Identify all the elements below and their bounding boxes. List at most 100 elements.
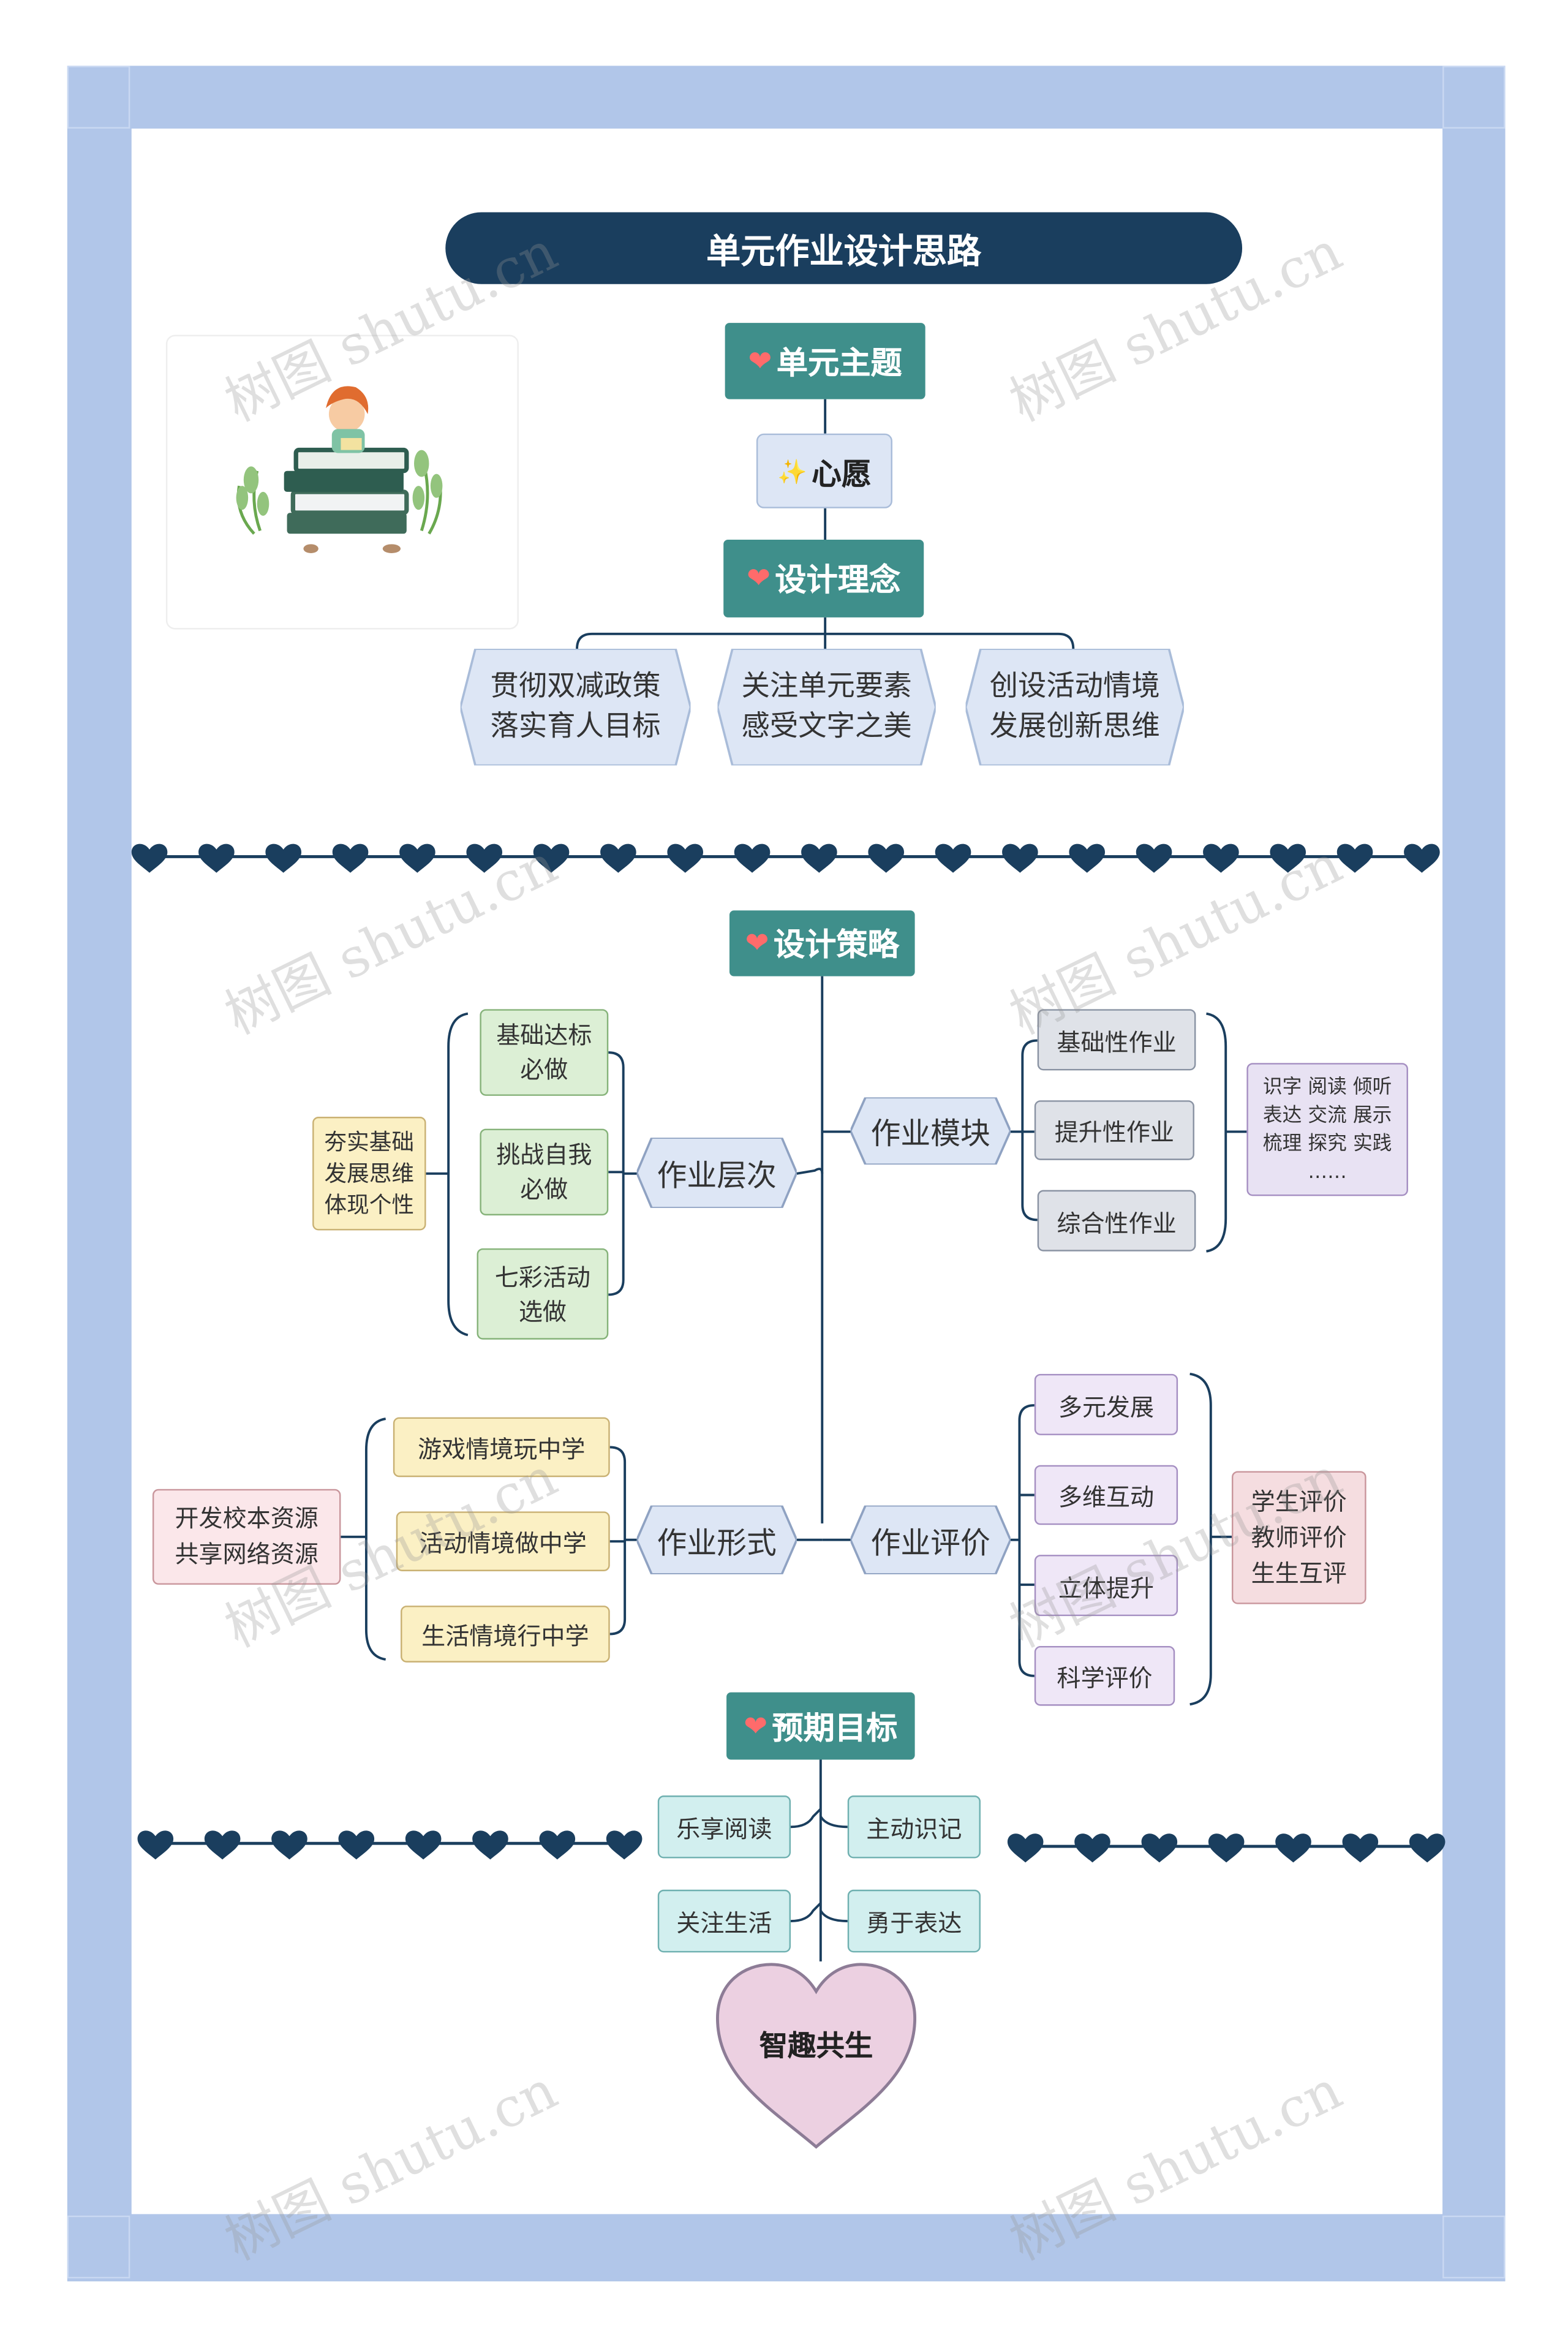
level-item: 挑战自我 必做 [480,1128,609,1216]
heart-divider-icon [1336,844,1373,873]
heart-divider-icon [1270,844,1306,873]
heart-icon: ❤ [748,344,772,378]
heart-icon: ❤ [744,1709,768,1743]
heart-divider-icon [131,844,168,873]
heart-divider-icon [1203,844,1239,873]
heart-divider-icon [1404,844,1440,873]
strategy-heading-label: 设计策略 [773,927,899,963]
connector [1018,1404,1035,1677]
evaluation-item: 科学评价 [1034,1645,1175,1706]
evaluation-summary: 学生评价 教师评价 生生互评 [1231,1471,1366,1604]
heart-divider-icon [600,844,636,873]
heart-divider-icon [1275,1833,1311,1863]
module-item: 提升性作业 [1034,1100,1194,1160]
heart-divider-icon [801,844,837,873]
heart-divider-icon [332,844,369,873]
theme-value: 心愿 [812,455,872,491]
modules-branch: 作业模块 [850,1097,1011,1165]
heart-divider-icon [1208,1833,1245,1863]
heart-icon: ❤ [745,927,769,960]
level-item: 七彩活动 选做 [477,1248,609,1340]
heart-divider-icon [1007,1833,1044,1863]
connector [608,1051,625,1296]
goal-item: 关注生活 [657,1889,791,1953]
level-item: 基础达标 必做 [480,1009,609,1096]
heart-divider-icon [935,844,971,873]
theme-value-box: ✨心愿 [756,433,892,508]
magic-wand-icon: ✨ [777,456,807,485]
forms-branch-label: 作业形式 [657,1524,777,1560]
form-item: 游戏情境玩中学 [393,1417,610,1478]
concept-item: 创设活动情境 发展创新思维 [965,649,1184,766]
evaluation-branch-label: 作业评价 [870,1524,990,1560]
heart-divider-icon [405,1830,442,1860]
connector [1206,1012,1227,1253]
heart-divider-icon [198,844,235,873]
heart-divider-icon [137,1830,174,1860]
heart-divider-icon [466,844,503,873]
heart-divider-icon [399,844,435,873]
levels-branch: 作业层次 [636,1138,797,1208]
heart-divider-icon [1002,844,1038,873]
connector [576,617,1075,649]
frame-corner [1442,2215,1506,2279]
module-item: 综合性作业 [1037,1190,1196,1252]
strategy-heading: ❤设计策略 [729,910,915,976]
heart-divider-icon [1069,844,1106,873]
connector [1189,1372,1212,1706]
connector [790,1902,848,1922]
theme-heading-label: 单元主题 [776,344,902,381]
module-item: 基础性作业 [1037,1009,1196,1071]
heart-divider-icon [265,844,302,873]
concept-item: 关注单元要素 感受文字之美 [717,649,936,766]
heart-divider-icon [204,1830,241,1860]
heart-divider-icon [868,844,905,873]
goal-center-heart: 智趣共生 [715,1961,918,2150]
heart-divider-icon [667,844,704,873]
connector [1021,1039,1038,1221]
connector [447,1012,469,1337]
evaluation-item: 多元发展 [1034,1373,1178,1435]
heart-divider-icon [271,1830,307,1860]
form-item: 活动情境做中学 [396,1511,610,1571]
modules-branch-label: 作业模块 [870,1115,990,1152]
heart-divider-icon [734,844,771,873]
frame-corner [1442,66,1506,129]
heart-divider-icon [338,1830,375,1860]
goal-item: 主动识记 [847,1795,981,1859]
goals-heading-label: 预期目标 [772,1709,898,1746]
heart-icon: ❤ [747,562,771,595]
evaluation-item: 多维互动 [1034,1465,1178,1525]
page-title: 单元作业设计思路 [445,212,1243,284]
heart-divider-icon [1342,1833,1379,1863]
heart-divider-icon [1141,1833,1178,1863]
forms-branch: 作业形式 [636,1505,797,1574]
goals-heading: ❤预期目标 [726,1692,915,1760]
concept-heading-label: 设计理念 [775,562,901,598]
levels-summary: 夯实基础 发展思维 体现个性 [312,1117,426,1231]
concept-item-text: 贯彻双减政策 落实育人目标 [490,670,661,743]
forms-summary: 开发校本资源 共享网络资源 [152,1489,341,1585]
goal-item: 乐享阅读 [657,1795,791,1859]
form-item: 生活情境行中学 [401,1606,610,1663]
levels-branch-label: 作业层次 [657,1157,777,1193]
frame-corner [67,66,130,129]
modules-summary: 识字 阅读 倾听 表达 交流 展示 梳理 探究 实践 …… [1246,1063,1408,1196]
goal-item: 勇于表达 [847,1889,981,1953]
connector [796,1168,824,1175]
evaluation-branch: 作业评价 [850,1505,1011,1574]
heart-divider-icon [1074,1833,1110,1863]
concept-heading: ❤设计理念 [723,540,924,617]
heart-divider-icon [1136,844,1172,873]
theme-heading: ❤单元主题 [725,323,925,399]
frame-corner [67,2215,130,2279]
heart-divider-icon [1409,1833,1446,1863]
heart-divider-icon [606,1830,643,1860]
reading-girl-illustration [165,334,519,630]
connector [790,1808,848,1829]
goal-center-text: 智趣共生 [759,2029,873,2063]
connector [364,1418,386,1661]
heart-divider-icon [472,1830,508,1860]
concept-item-text: 关注单元要素 感受文字之美 [741,670,912,743]
